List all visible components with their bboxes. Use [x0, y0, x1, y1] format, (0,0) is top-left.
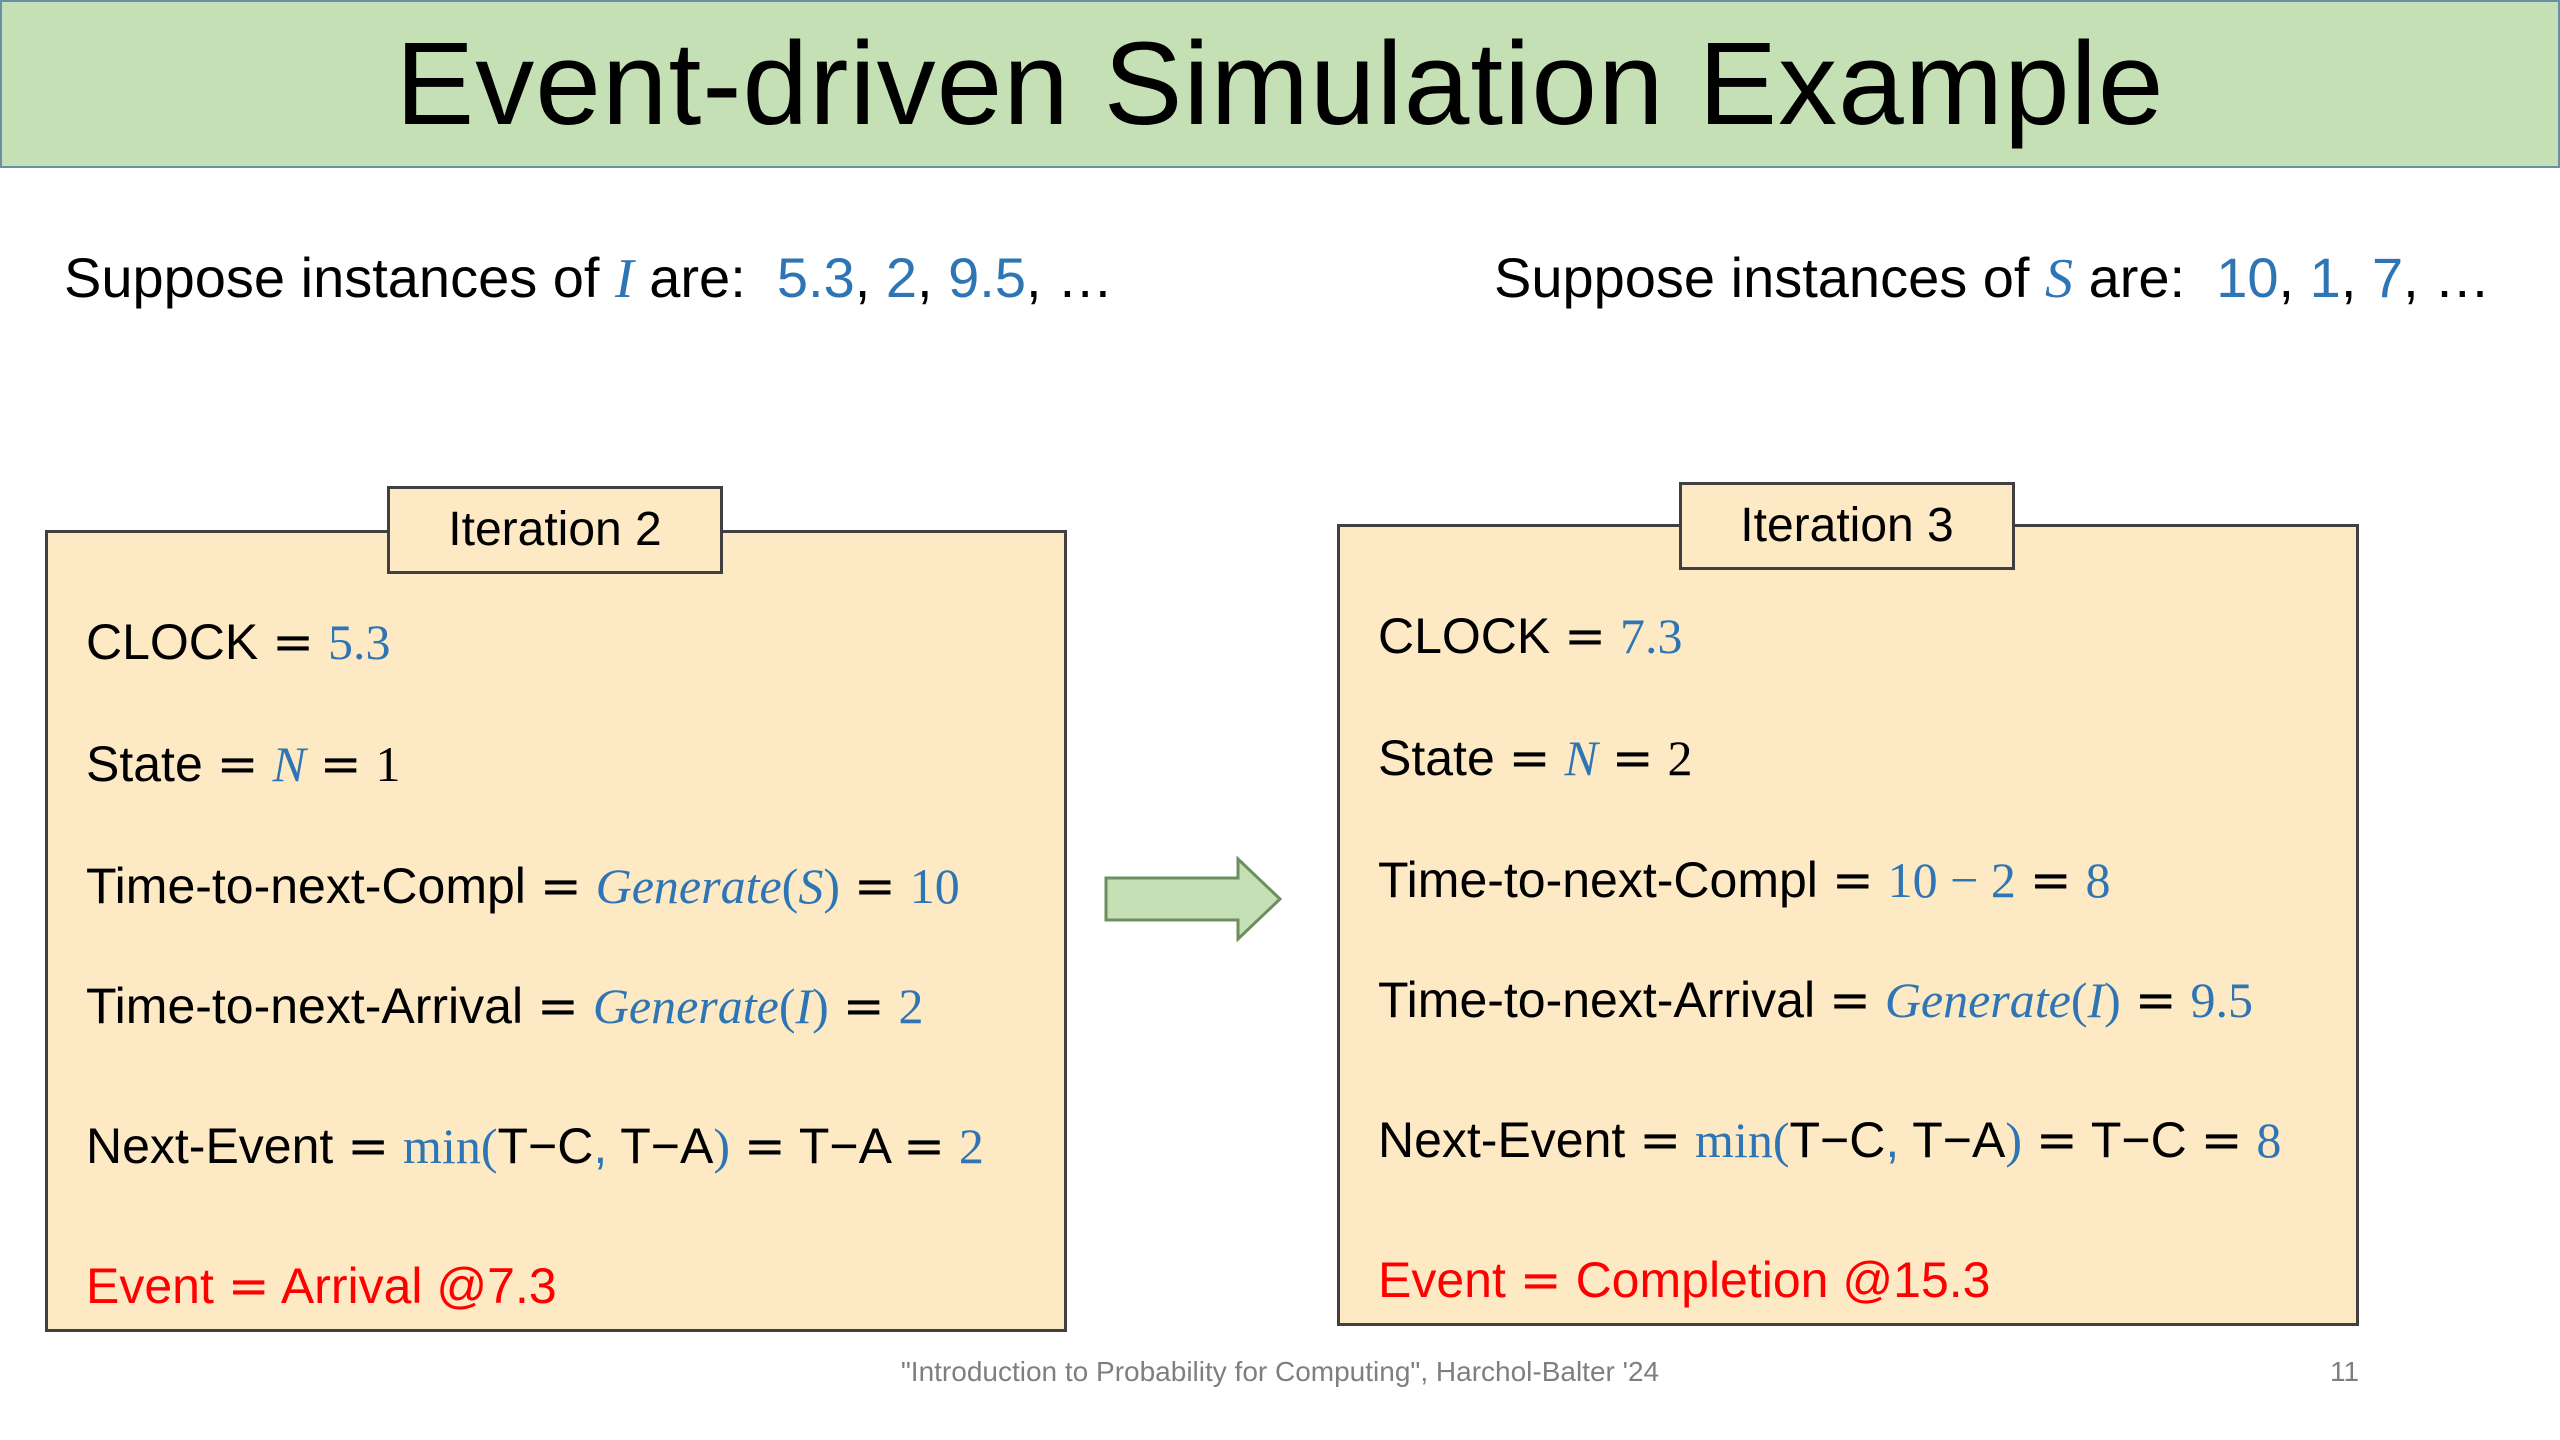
- iteration-2-label: Iteration 2: [387, 486, 723, 574]
- it2-clock-label: CLOCK: [86, 614, 259, 670]
- it3-compl-line: Time-to-next-Compl = 10 − 2 = 8: [1378, 851, 2111, 909]
- it3-compl-value: 8: [2085, 852, 2111, 908]
- title-bar: Event-driven Simulation Example: [0, 0, 2560, 168]
- instances-i-var: I: [615, 248, 634, 310]
- it3-arrival-line: Time-to-next-Arrival = Generate(I) = 9.5: [1378, 971, 2254, 1029]
- it2-state-line: State = N = 1: [86, 735, 401, 793]
- it3-next-event-line: Next-Event = min(T−C, T−A) = T−C = 8: [1378, 1111, 2282, 1169]
- iteration-3-label: Iteration 3: [1679, 482, 2015, 570]
- it2-compl-value: 10: [909, 858, 960, 914]
- it2-clock-value: 5.3: [327, 614, 391, 670]
- it2-compl-line: Time-to-next-Compl = Generate(S) = 10: [86, 857, 960, 915]
- it3-event-line: Event = Completion @15.3: [1378, 1251, 1991, 1309]
- it2-arrival-label: Time-to-next-Arrival: [86, 978, 524, 1034]
- iteration-2-box: CLOCK = 5.3 State = N = 1 Time-to-next-C…: [45, 530, 1067, 1332]
- it2-state-var: N: [272, 736, 306, 792]
- it2-next-event-value: 2: [958, 1118, 984, 1174]
- it2-compl-label: Time-to-next-Compl: [86, 858, 526, 914]
- it3-next-event-a: T−C: [1789, 1112, 1886, 1168]
- it3-compl-expr: 10 − 2: [1887, 852, 2016, 908]
- it3-state-var: N: [1564, 730, 1598, 786]
- footer-citation: "Introduction to Probability for Computi…: [900, 1356, 1660, 1387]
- it3-state-line: State = N = 2: [1378, 729, 1693, 787]
- it3-event-value: Completion @15.3: [1575, 1252, 1991, 1308]
- it2-next-event-line: Next-Event = min(T−C, T−A) = T−A = 2: [86, 1117, 984, 1175]
- it2-next-event-b: T−A: [620, 1118, 714, 1174]
- slide-title: Event-driven Simulation Example: [395, 18, 2165, 150]
- it2-event-value: Arrival @7.3: [280, 1258, 557, 1314]
- it2-next-event-result: T−A: [798, 1118, 890, 1174]
- it2-event-line: Event = Arrival @7.3: [86, 1257, 557, 1315]
- it3-state-label: State: [1378, 730, 1495, 786]
- instances-s-mid: are:: [2088, 246, 2186, 309]
- it2-arrival-line: Time-to-next-Arrival = Generate(I) = 2: [86, 977, 924, 1035]
- instances-i-value-1: 5.3: [776, 246, 855, 309]
- instances-s-var: S: [2045, 248, 2074, 310]
- it2-next-event-label: Next-Event: [86, 1118, 334, 1174]
- instances-i-value-3: 9.5: [948, 246, 1027, 309]
- instances-s-line: Suppose instances of S are: 10, 1, 7, …: [1494, 246, 2491, 310]
- it2-event-label: Event: [86, 1258, 214, 1314]
- it3-arrival-fn: Generate: [1884, 972, 2071, 1028]
- it2-next-event-a: T−C: [497, 1118, 594, 1174]
- instances-i-mid: are:: [649, 246, 746, 309]
- it2-state-value: 1: [375, 736, 401, 792]
- it3-arrival-value: 9.5: [2190, 972, 2254, 1028]
- it2-clock-line: CLOCK = 5.3: [86, 613, 391, 671]
- page-number: 11: [2330, 1356, 2360, 1387]
- it2-arrival-value: 2: [898, 978, 924, 1034]
- instances-s-prefix: Suppose instances of: [1494, 246, 2030, 309]
- it3-compl-label: Time-to-next-Compl: [1378, 852, 1818, 908]
- instances-s-ellipsis: …: [2434, 246, 2491, 309]
- it2-next-event-fn: min: [403, 1118, 481, 1174]
- it2-arrival-fn: Generate: [592, 978, 779, 1034]
- it3-state-value: 2: [1667, 730, 1693, 786]
- it3-next-event-result: T−C: [2090, 1112, 2187, 1168]
- instances-i-ellipsis: …: [1057, 246, 1114, 309]
- it3-event-label: Event: [1378, 1252, 1506, 1308]
- right-arrow-icon: [1104, 856, 1283, 942]
- it3-clock-value: 7.3: [1619, 608, 1683, 664]
- it3-next-event-label: Next-Event: [1378, 1112, 1626, 1168]
- instances-i-line: Suppose instances of I are: 5.3, 2, 9.5,…: [64, 246, 1114, 310]
- it3-arrival-arg: I: [2087, 972, 2105, 1028]
- it2-compl-arg: S: [798, 858, 824, 914]
- it3-next-event-value: 8: [2256, 1112, 2282, 1168]
- iteration-3-box: CLOCK = 7.3 State = N = 2 Time-to-next-C…: [1337, 524, 2359, 1326]
- instances-s-value-2: 1: [2309, 246, 2341, 309]
- it3-clock-line: CLOCK = 7.3: [1378, 607, 1683, 665]
- instances-i-prefix: Suppose instances of: [64, 246, 600, 309]
- it2-state-label: State: [86, 736, 203, 792]
- instances-i-value-2: 2: [885, 246, 918, 309]
- it3-arrival-label: Time-to-next-Arrival: [1378, 972, 1816, 1028]
- it2-arrival-arg: I: [795, 978, 813, 1034]
- it3-next-event-fn: min: [1695, 1112, 1773, 1168]
- instances-s-value-1: 10: [2216, 246, 2279, 309]
- it2-compl-fn: Generate: [595, 858, 782, 914]
- it3-next-event-b: T−A: [1912, 1112, 2006, 1168]
- it3-clock-label: CLOCK: [1378, 608, 1551, 664]
- instances-s-value-3: 7: [2371, 246, 2404, 309]
